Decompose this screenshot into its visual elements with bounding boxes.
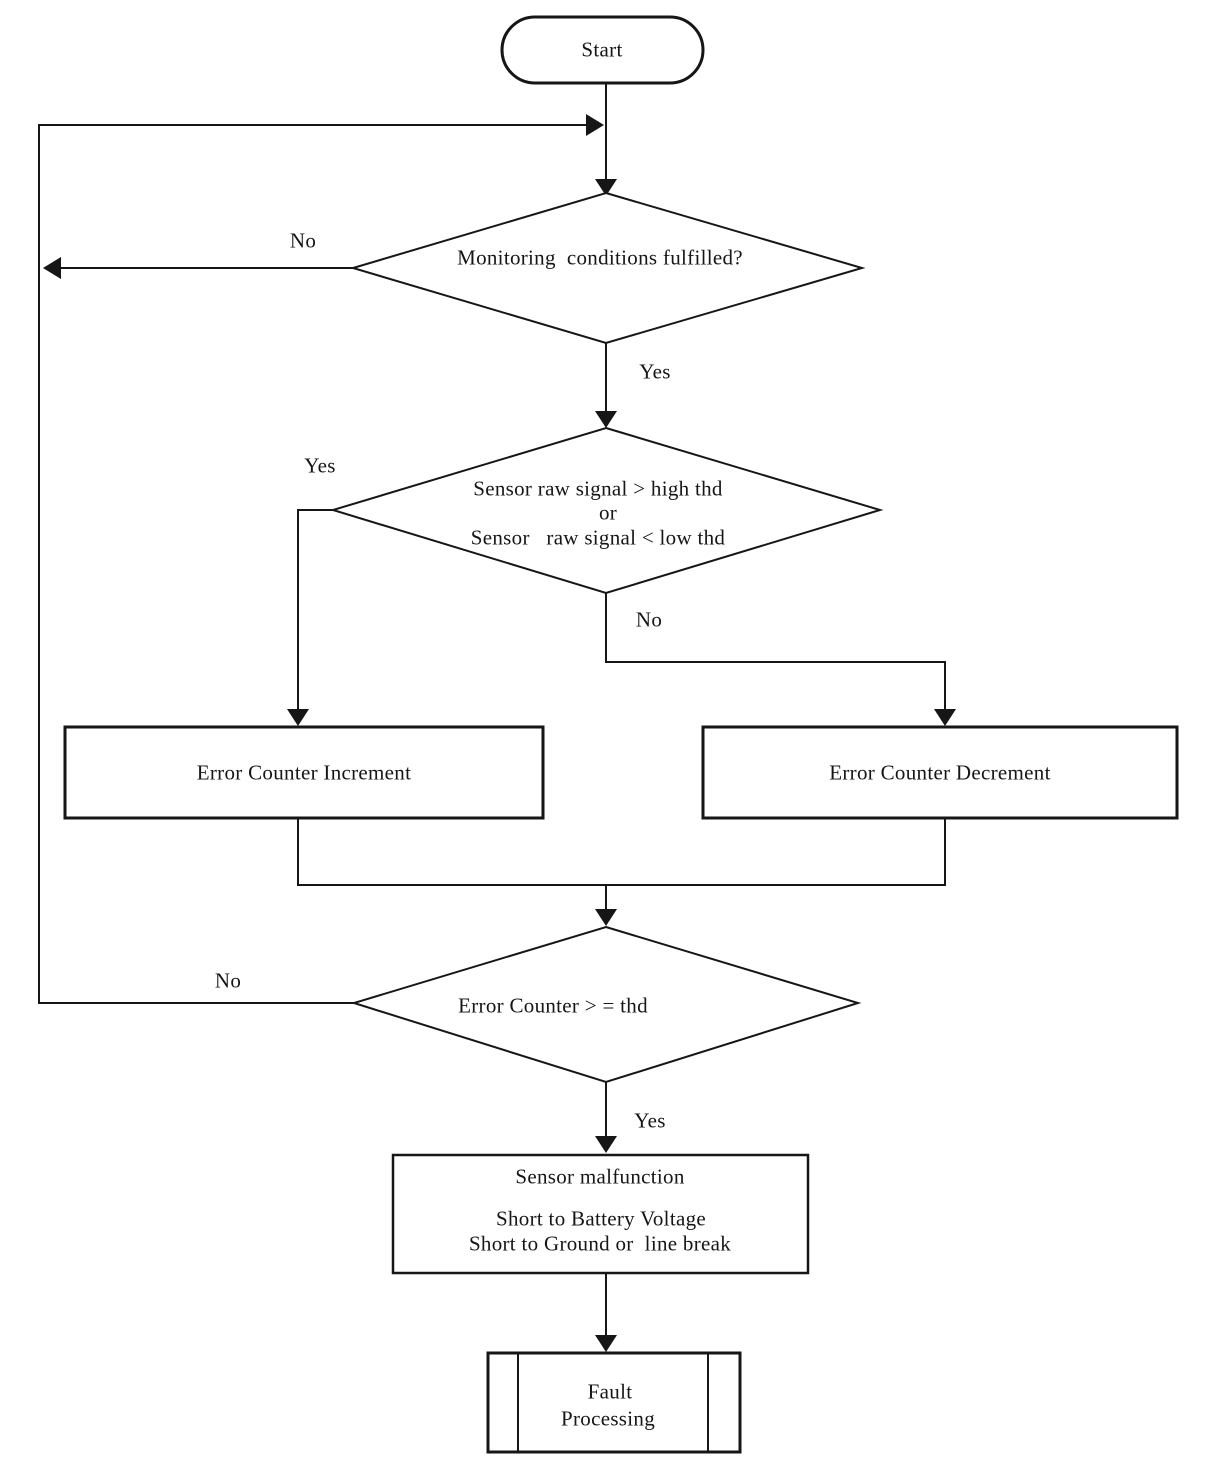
label-signal-yes: Yes (304, 453, 336, 478)
start-label: Start (581, 37, 623, 62)
process-error-counter-decrement (701, 725, 1179, 820)
edge-monitoring-yes (595, 343, 617, 428)
decrement-label: Error Counter Decrement (829, 760, 1051, 785)
edge-loop-return (38, 114, 604, 1004)
predefined-fault-processing (486, 1351, 742, 1454)
decision-monitoring (349, 191, 866, 345)
increment-label: Error Counter Increment (196, 760, 412, 785)
edge-counter-yes (595, 1082, 617, 1153)
process-error-counter-increment (63, 725, 545, 820)
decision-error-counter (350, 925, 862, 1084)
edge-signal-no (605, 593, 956, 726)
decision-monitoring-label: Monitoring conditions fulfilled? (457, 245, 743, 270)
process-sensor-malfunction (391, 1153, 810, 1275)
decision-signal-label-line3: Sensor raw signal < low thd (470, 525, 726, 550)
edge-malfunction-to-fault (595, 1273, 617, 1352)
label-counter-no: No (214, 968, 242, 993)
fault-label-line1: Fault (587, 1379, 633, 1404)
label-signal-no: No (635, 607, 663, 632)
edge-merge-to-counter (297, 818, 946, 926)
decision-signal-label-line2: or (598, 500, 618, 525)
decision-signal (329, 426, 884, 595)
malfunction-label-line2: Short to Battery Voltage (496, 1206, 706, 1231)
start-node (500, 15, 705, 85)
malfunction-label-line3: Short to Ground or line break (468, 1231, 732, 1256)
label-monitoring-yes: Yes (639, 359, 671, 384)
edge-signal-yes (287, 509, 333, 726)
edge-start-to-monitoring (595, 84, 617, 196)
malfunction-label-line1: Sensor malfunction (515, 1164, 685, 1189)
decision-error-counter-label: Error Counter > = thd (458, 993, 648, 1018)
fault-label-line2: Processing (561, 1406, 655, 1431)
edge-monitoring-no (43, 257, 353, 279)
label-counter-yes: Yes (634, 1108, 666, 1133)
decision-signal-label-line1: Sensor raw signal > high thd (473, 476, 723, 501)
label-monitoring-no: No (289, 228, 317, 253)
